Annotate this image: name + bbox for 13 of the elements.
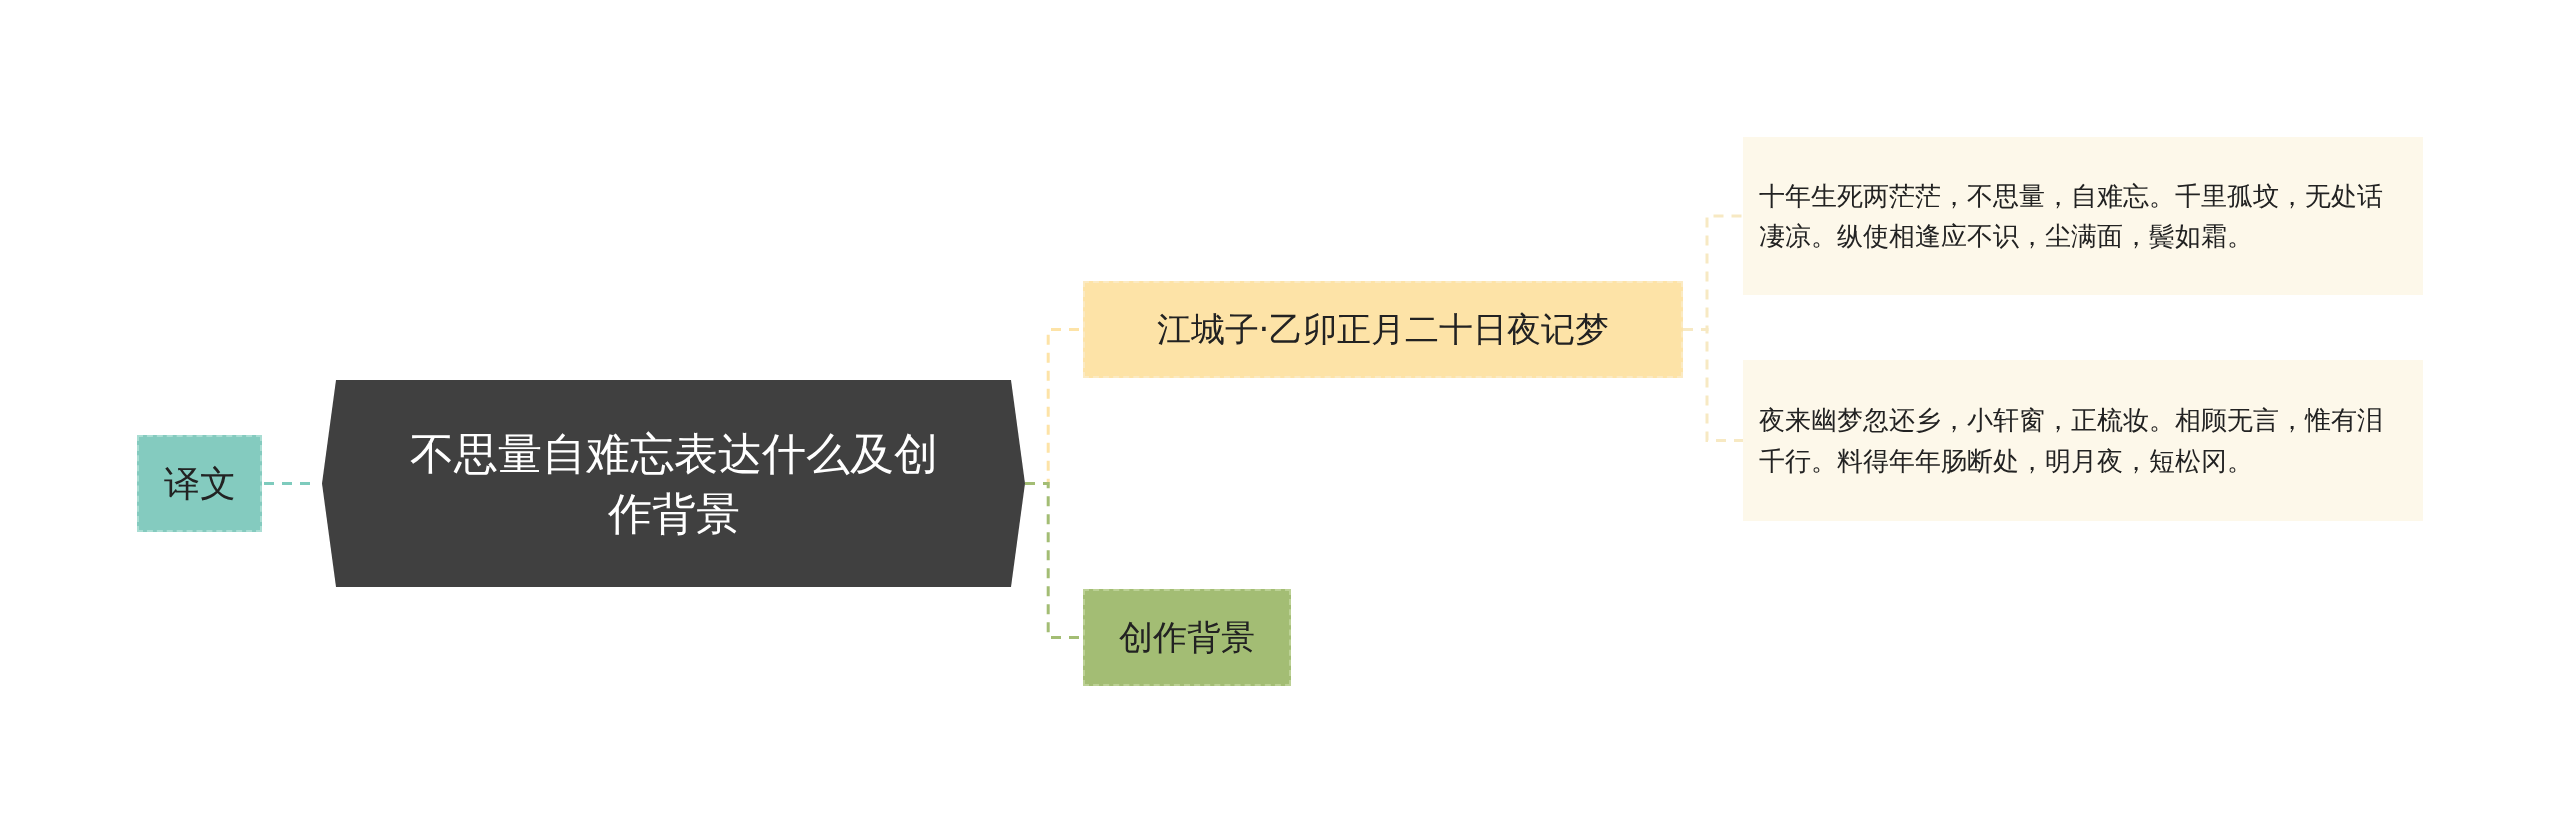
node-text: 创作背景 xyxy=(1119,616,1255,659)
node-text: 夜来幽梦忽还乡，小轩窗，正梳妆。相顾无言，惟有泪千行。料得年年肠断处，明月夜，短松冈。 xyxy=(1759,404,2384,478)
text-card xyxy=(1743,360,2423,521)
node-text: 不思量自难忘表达什么及创作背景 xyxy=(408,427,939,541)
node-text: 十年生死两茫茫，不思量，自难忘。千里孤坟，无处话凄凉。纵使相逢应不识，尘满面，鬓如霜。 xyxy=(1759,179,2384,253)
topic-box xyxy=(1083,589,1291,686)
text-card xyxy=(1743,137,2423,295)
node-text: 译文 xyxy=(163,461,236,506)
connector-line xyxy=(262,482,310,485)
node-text: 江城子·乙卯正月二十日夜记梦 xyxy=(1156,308,1610,351)
connector-line xyxy=(1683,328,1743,442)
topic-box xyxy=(137,435,262,532)
topic-box xyxy=(1083,281,1683,378)
